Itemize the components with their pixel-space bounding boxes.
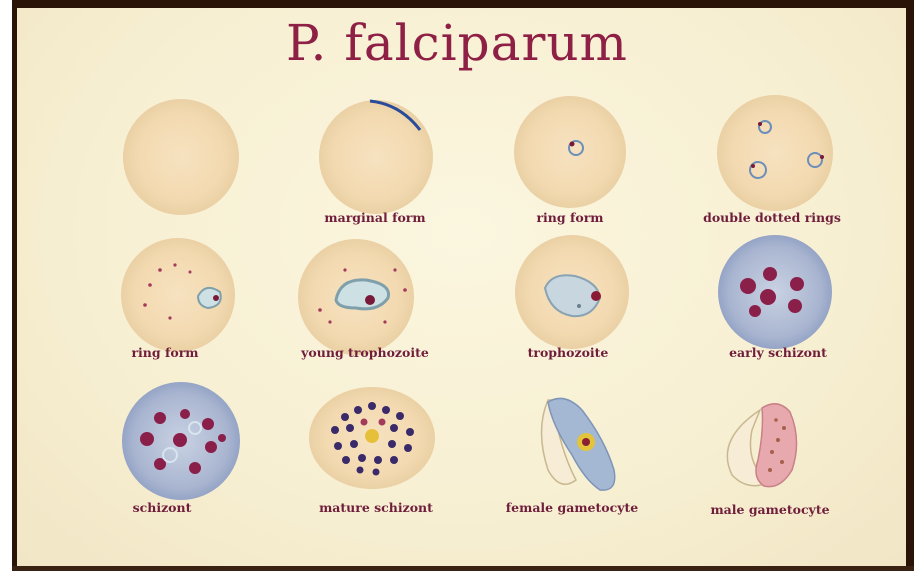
label-double-dotted-rings: double dotted rings (677, 210, 867, 225)
cell-male-gametocyte (727, 404, 796, 487)
label-mature-schizont: mature schizont (281, 500, 471, 515)
cell-young-trophozoite (298, 239, 414, 355)
label-early-schizont: early schizont (683, 345, 873, 360)
label-schizont: schizont (67, 500, 257, 515)
label-ring-form-1: ring form (475, 210, 665, 225)
cell-uninfected (123, 99, 239, 215)
label-male-gametocyte: male gametocyte (675, 502, 865, 517)
label-ring-form-2: ring form (70, 345, 260, 360)
cell-female-gametocyte (542, 398, 615, 490)
cell-ring-form-1 (514, 96, 626, 208)
cell-trophozoite (515, 235, 629, 349)
label-young-trophozoite: young trophozoite (270, 345, 460, 360)
cell-early-schizont (718, 235, 832, 349)
cell-double-dotted-rings (717, 95, 833, 211)
cell-mature-schizont (309, 387, 435, 489)
cell-schizont (122, 382, 240, 500)
label-female-gametocyte: female gametocyte (477, 500, 667, 515)
cell-ring-form-2 (121, 238, 235, 352)
label-trophozoite: trophozoite (473, 345, 663, 360)
label-marginal-form: marginal form (280, 210, 470, 225)
cell-marginal-form (319, 100, 433, 214)
